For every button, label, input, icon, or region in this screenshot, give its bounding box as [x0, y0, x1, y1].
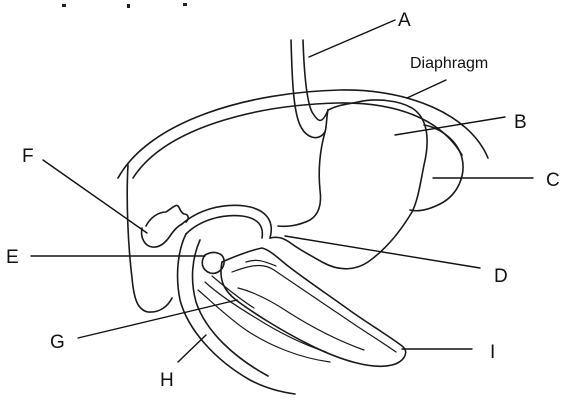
scan-specks	[62, 3, 187, 8]
label-e: E	[6, 247, 19, 268]
leader-diaphragm	[407, 80, 446, 98]
label-diaphragm: Diaphragm	[410, 55, 488, 72]
gall-bladder	[142, 205, 189, 247]
liver	[127, 165, 172, 312]
leader-a	[309, 20, 395, 57]
leader-f	[43, 160, 147, 233]
label-d: D	[494, 266, 508, 287]
label-i: I	[490, 342, 495, 363]
pancreas	[221, 248, 406, 366]
oesophagus	[291, 40, 328, 138]
diaphragm-arcs	[118, 90, 488, 178]
label-h: H	[160, 370, 174, 391]
leader-d	[285, 236, 480, 268]
label-g: G	[50, 332, 65, 353]
label-a: A	[398, 10, 411, 31]
stomach	[270, 100, 427, 269]
leader-h	[178, 335, 206, 362]
leader-b	[395, 117, 505, 135]
label-b: B	[514, 112, 527, 133]
label-c: C	[546, 170, 560, 191]
label-f: F	[22, 146, 34, 167]
spleen	[410, 125, 463, 211]
